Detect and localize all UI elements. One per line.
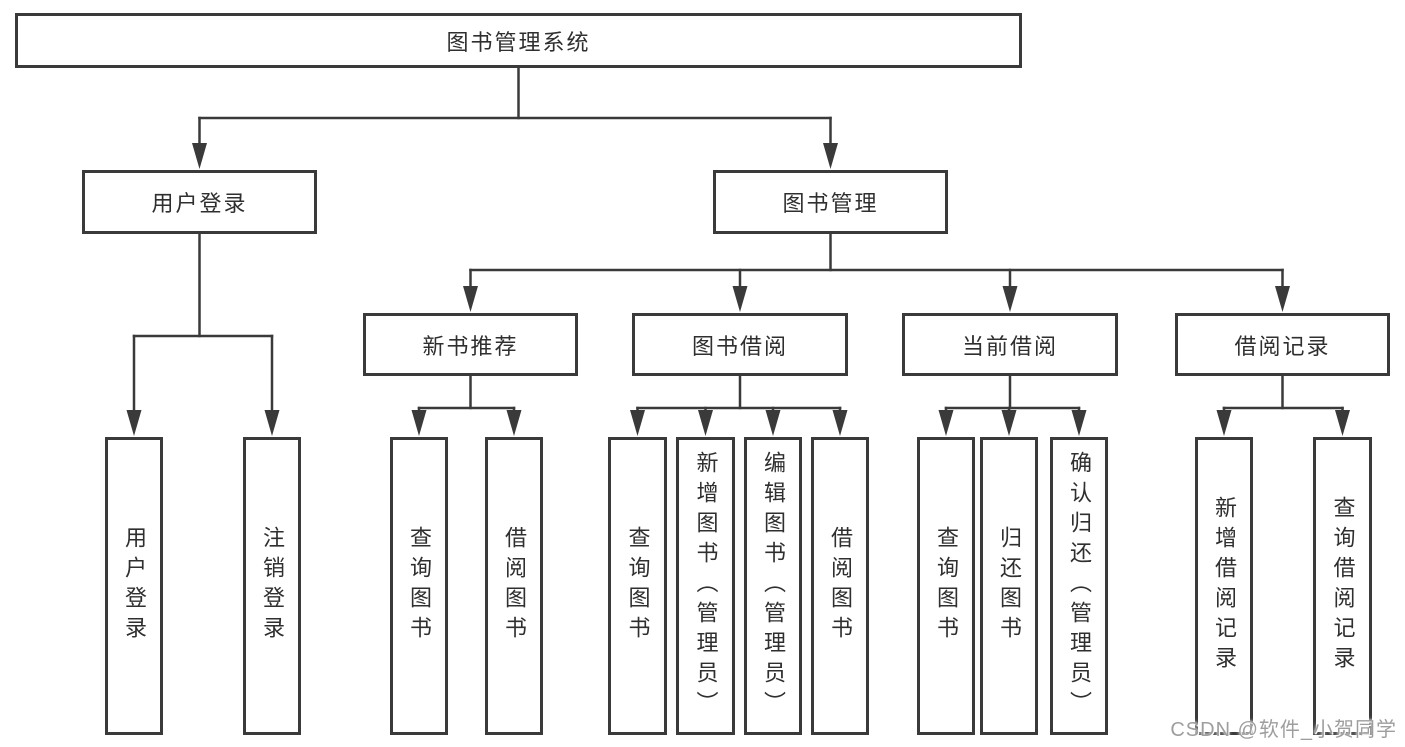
- arrowhead-icon: [1002, 286, 1018, 312]
- node-label-add-borrow-record: 新增借阅记录: [1212, 496, 1237, 676]
- node-box-user-login-group: 用户登录: [82, 170, 317, 234]
- node-label-book-borrow: 图书借阅: [691, 333, 788, 359]
- node-box-current-borrow: 当前借阅: [902, 313, 1118, 376]
- node-box-add-books-admin: 新增图书（管理员）: [676, 437, 735, 735]
- arrowhead-icon: [192, 143, 207, 169]
- node-box-return-books: 归还图书: [980, 437, 1038, 735]
- watermark: CSDN @软件_小贺同学: [1170, 719, 1397, 741]
- node-box-query-books-new: 查询图书: [390, 437, 448, 735]
- node-label-book-mgmt: 图书管理: [782, 191, 879, 216]
- node-label-query-books-new: 查询图书: [407, 526, 432, 646]
- node-box-root: 图书管理系统: [15, 13, 1022, 68]
- node-box-book-borrow: 图书借阅: [632, 313, 848, 376]
- arrowhead-icon: [506, 410, 522, 436]
- arrowhead-icon: [1275, 286, 1290, 312]
- node-box-logout: 注销登录: [243, 437, 301, 735]
- arrowhead-icon: [1335, 410, 1350, 436]
- node-box-borrow-books: 借阅图书: [811, 437, 869, 735]
- arrowhead-icon: [938, 410, 954, 436]
- node-label-new-book-rec: 新书推荐: [422, 333, 519, 359]
- node-label-edit-books-admin: 编辑图书（管理员）: [761, 451, 786, 721]
- node-box-user-login: 用户登录: [105, 437, 163, 735]
- node-label-return-books: 归还图书: [997, 526, 1022, 646]
- node-box-confirm-return-admin: 确认归还（管理员）: [1050, 437, 1108, 735]
- arrowhead-icon: [463, 286, 478, 312]
- arrowhead-icon: [698, 410, 713, 436]
- node-label-borrow-books: 借阅图书: [828, 526, 853, 646]
- node-box-borrow-books-new: 借阅图书: [485, 437, 543, 735]
- arrowhead-icon: [1001, 410, 1017, 436]
- arrowhead-icon: [765, 410, 781, 436]
- node-label-query-books-current: 查询图书: [934, 526, 959, 646]
- arrowhead-icon: [630, 410, 645, 436]
- arrowhead-icon: [1071, 410, 1087, 436]
- node-label-borrow-books-new: 借阅图书: [502, 526, 527, 646]
- node-label-query-books-borrow: 查询图书: [625, 526, 651, 646]
- node-label-root: 图书管理系统: [446, 29, 591, 55]
- node-label-user-login: 用户登录: [122, 526, 147, 646]
- node-box-borrow-records: 借阅记录: [1175, 313, 1390, 376]
- node-label-query-borrow-record: 查询借阅记录: [1330, 496, 1356, 676]
- node-box-query-borrow-record: 查询借阅记录: [1313, 437, 1372, 735]
- node-box-new-book-rec: 新书推荐: [363, 313, 578, 376]
- node-label-confirm-return-admin: 确认归还（管理员）: [1067, 451, 1092, 721]
- node-box-edit-books-admin: 编辑图书（管理员）: [744, 437, 802, 735]
- arrowhead-icon: [732, 286, 748, 312]
- arrowhead-icon: [264, 410, 280, 436]
- node-box-add-borrow-record: 新增借阅记录: [1195, 437, 1253, 735]
- node-label-borrow-records: 借阅记录: [1234, 333, 1331, 359]
- node-box-query-books-borrow: 查询图书: [608, 437, 667, 735]
- node-box-query-books-current: 查询图书: [917, 437, 975, 735]
- node-label-current-borrow: 当前借阅: [961, 333, 1058, 359]
- node-label-user-login-group: 用户登录: [151, 191, 248, 216]
- node-label-add-books-admin: 新增图书（管理员）: [693, 451, 719, 721]
- arrowhead-icon: [1216, 410, 1232, 436]
- arrowhead-icon: [832, 410, 848, 436]
- arrowhead-icon: [126, 410, 142, 436]
- node-label-logout: 注销登录: [260, 526, 285, 646]
- node-box-book-mgmt: 图书管理: [713, 170, 948, 234]
- arrowhead-icon: [823, 143, 838, 169]
- arrowhead-icon: [411, 410, 427, 436]
